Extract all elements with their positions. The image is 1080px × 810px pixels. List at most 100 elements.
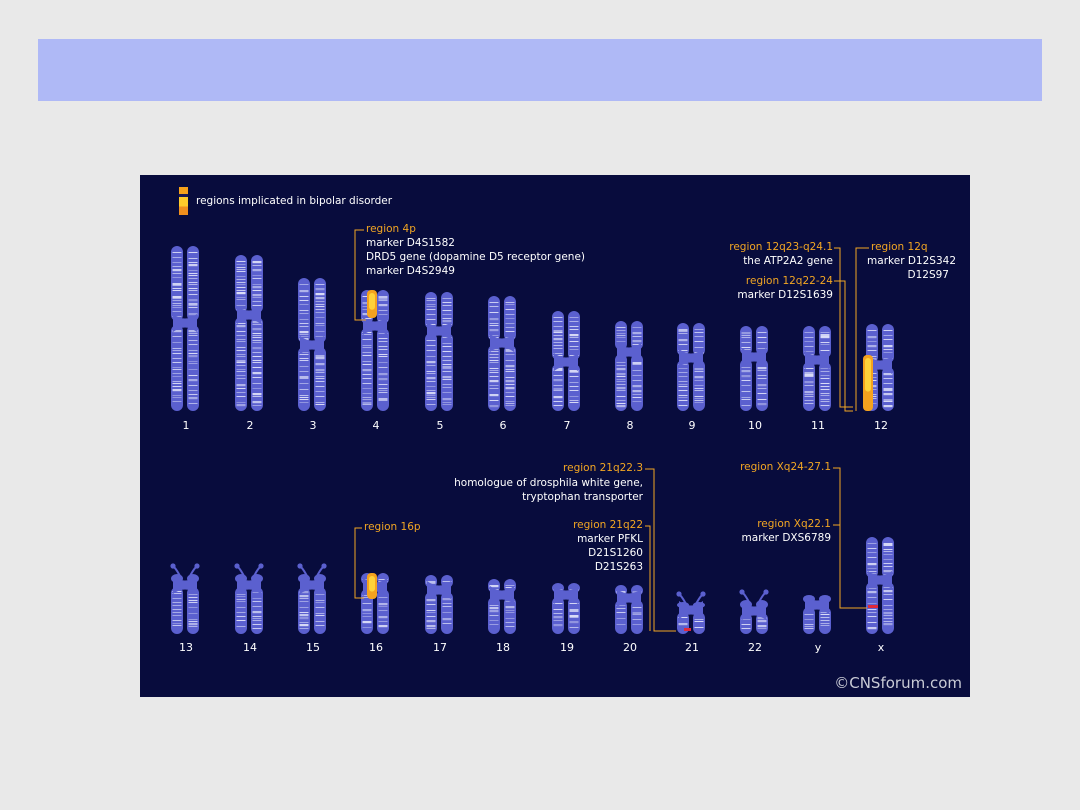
chromosome-band (378, 298, 388, 301)
chromosome-band (867, 345, 877, 348)
region-21q22-title: region 21q22 (573, 519, 643, 531)
chromosome-band (188, 369, 198, 370)
chromosome-number-5: 5 (436, 419, 444, 432)
chromosome-band (757, 378, 767, 379)
chromosome-band (694, 371, 704, 372)
chromosome-band (315, 301, 325, 302)
chromosome-band (678, 386, 688, 387)
chromosome-band (553, 345, 563, 346)
chromosome-band (883, 559, 893, 560)
chromosome-band (378, 356, 388, 357)
chromosome-band (236, 388, 246, 389)
chromosome-8 (615, 321, 643, 411)
chromosome-band (315, 372, 325, 373)
chromosome-band (553, 396, 563, 399)
chromosome-band (299, 323, 309, 324)
chromosome-band (616, 396, 626, 397)
chromosome-band (426, 365, 436, 366)
chromosome-band (236, 290, 246, 291)
chromosome-band (188, 390, 198, 391)
centromere (554, 353, 578, 371)
chromatid-arm (251, 587, 263, 634)
chromosome-band (505, 626, 515, 627)
chromosome-band (820, 371, 830, 372)
chromosome-band (252, 360, 262, 361)
chromosome-band (505, 377, 515, 378)
chromosome-band (804, 400, 814, 401)
chromosome-band (694, 402, 704, 403)
chromosome-band (678, 405, 688, 406)
chromosome-band (616, 365, 626, 366)
chromosome-band (616, 327, 626, 328)
chromosome-15 (297, 563, 327, 634)
chromosome-band (252, 377, 262, 378)
centromere (300, 576, 324, 594)
chromosome-band (741, 399, 751, 400)
chromosome-band (188, 619, 198, 620)
chromatid-arm (866, 324, 878, 363)
chromosome-band (632, 612, 642, 615)
chromosome-band (315, 404, 325, 405)
chromosome-band (426, 373, 436, 374)
chromosome-band (299, 395, 309, 396)
chromosome-band (442, 376, 452, 379)
chromosome-band (426, 340, 436, 341)
chromosome-band (362, 347, 372, 348)
connector-21q22 (645, 525, 651, 631)
chromosome-band (616, 605, 626, 606)
region-xq22-title: region Xq22.1 (757, 518, 831, 530)
chromosome-band (426, 628, 436, 629)
chromosome-band (505, 392, 515, 393)
chromosome-band (883, 615, 893, 616)
chromosome-band (252, 598, 262, 599)
chromosome-band (299, 290, 309, 293)
chromosome-band (236, 325, 246, 328)
highlight-core (865, 358, 871, 392)
chromosome-band (172, 625, 182, 626)
chromosome-band (378, 384, 388, 385)
centromere (617, 343, 641, 361)
chromosome-band (172, 602, 182, 603)
region-12q-line: marker D12S342 (867, 255, 956, 267)
chromosome-band (378, 390, 388, 391)
chromosome-band (236, 375, 246, 376)
chromosome-number-14: 14 (243, 641, 257, 654)
chromosome-band (299, 624, 309, 627)
region-12q22-title: region 12q22-24 (745, 275, 833, 287)
chromosome-band (188, 623, 198, 626)
chromosome-band (867, 336, 877, 339)
chromosome-band (757, 370, 767, 371)
chromosome-band (553, 370, 563, 371)
chromosome-band (442, 310, 452, 311)
chromosome-band (553, 624, 563, 627)
chromosome-band (820, 350, 830, 351)
chromosome-band (236, 362, 246, 363)
chromosome-band (252, 286, 262, 289)
chromosome-band (172, 389, 182, 392)
chromosome-band (694, 621, 704, 622)
chromosome-band (632, 327, 642, 328)
chromosome-band (442, 298, 452, 299)
chromosome-band (632, 340, 642, 343)
centromere (617, 589, 641, 607)
chromosome-band (315, 621, 325, 622)
chromosome-band (188, 607, 198, 608)
chromosome-band (252, 301, 262, 302)
chromosome-band (236, 299, 246, 300)
chromosome-band (505, 387, 515, 390)
chromosome-band (378, 610, 388, 611)
chromosome-band (299, 601, 309, 602)
chromosome-band (616, 341, 626, 342)
marker-21q22 (684, 628, 691, 631)
chromosome-band (236, 323, 246, 324)
chromosome-band (505, 302, 515, 303)
highlight-16p (367, 573, 377, 599)
chromosome-band (188, 262, 198, 263)
chromosome-band (489, 610, 499, 613)
chromosome-band (315, 594, 325, 595)
chromosome-band (804, 391, 814, 394)
chromosome-band (236, 356, 246, 357)
chromosome-band (252, 362, 262, 363)
chromosome-band (883, 390, 893, 391)
region-12q23-line: the ATP2A2 gene (743, 255, 833, 267)
